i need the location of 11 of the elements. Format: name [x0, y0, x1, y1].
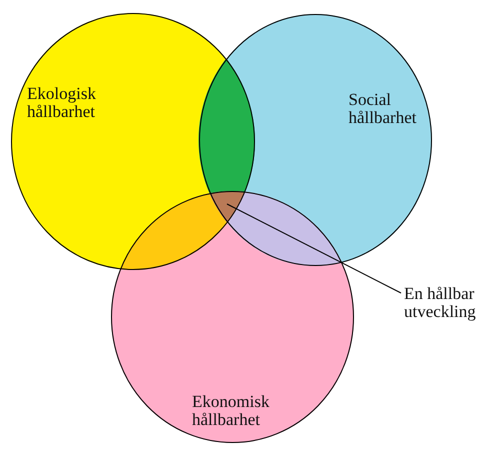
overlap-region — [198, 58, 255, 194]
circle-label: Ekologisk hållbarhet — [27, 85, 96, 121]
venn-circle — [111, 191, 354, 443]
overlap-region — [120, 193, 228, 270]
venn-circle — [11, 13, 255, 270]
venn-circle — [198, 14, 432, 266]
circle-label: Ekonomisk hållbarhet — [192, 393, 270, 429]
circle-label: Social hållbarhet — [348, 91, 416, 127]
overlap-region — [227, 192, 342, 266]
leader-line — [226, 204, 402, 294]
annotation-text: En hållbar utveckling — [404, 285, 476, 321]
